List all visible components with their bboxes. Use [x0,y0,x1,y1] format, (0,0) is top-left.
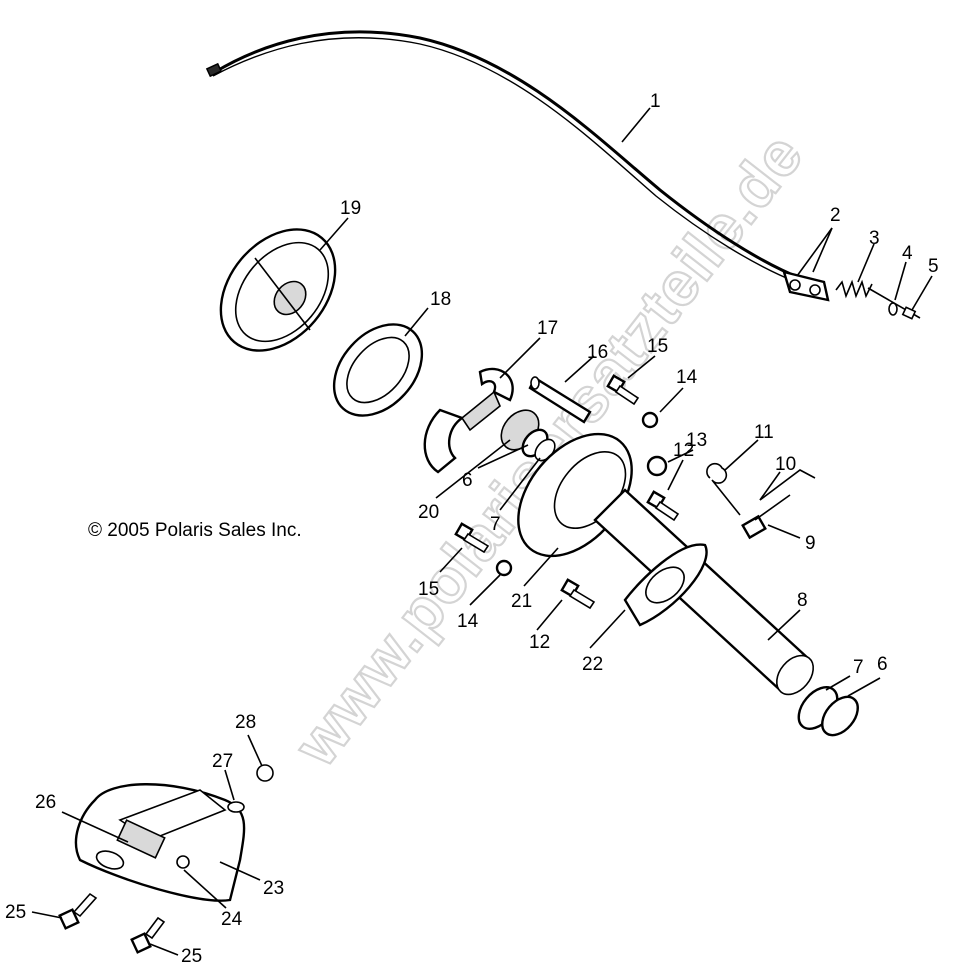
part-4-washer [888,302,898,316]
part-25-bolt-right [130,916,166,954]
callout-7-upper: 7 [490,514,501,535]
part-28-nut [256,764,274,782]
part-27-washer [227,801,245,813]
callout-23: 23 [263,878,284,899]
part-12-bolt-upper [646,490,680,522]
part-19-drum [219,228,337,352]
part-13-nut [646,455,668,477]
part-11-spring [706,462,741,516]
callout-21: 21 [511,591,532,612]
callout-17: 17 [537,318,558,339]
part-25-bolt-left [58,892,98,930]
part-23-housing [74,783,246,902]
callout-4: 4 [902,243,913,264]
part-22-mount [623,543,708,627]
callout-19: 19 [340,198,361,219]
callout-24: 24 [221,909,243,930]
callout-12-upper: 12 [673,440,694,461]
callout-14-upper: 14 [676,367,698,388]
part-6-seal-lower [821,695,859,737]
part-2-fitting [782,270,830,302]
callout-25-right: 25 [181,946,202,967]
leader-lines [31,107,933,956]
callout-18: 18 [430,289,451,310]
part-15-bolt-upper [606,374,640,406]
part-12-bolt-lower [560,578,596,610]
callout-15-upper: 15 [647,336,668,357]
callout-28: 28 [235,712,256,733]
part-15-bolt-lower [454,522,490,554]
callout-7-lower: 7 [853,657,864,678]
callout-27: 27 [212,751,233,772]
callout-25-left: 25 [5,902,26,923]
part-9-switch [741,494,791,540]
callout-labels: 1 2 3 4 5 19 18 17 16 15 14 13 12 11 10 … [5,91,939,967]
part-17-shoes [423,367,514,474]
part-14-nut-upper [641,411,659,429]
callout-6-lower: 6 [877,654,888,675]
part-16-shaft [528,376,592,424]
part-5-nut [901,306,917,320]
callout-16: 16 [587,342,608,363]
callout-2: 2 [830,205,841,226]
part-10-wire [759,469,816,501]
part-14-nut-lower [495,559,513,577]
callout-13: 13 [686,430,707,451]
callout-26: 26 [35,792,56,813]
callout-1: 1 [650,91,661,112]
callout-6-upper: 6 [462,470,473,491]
callout-8: 8 [797,590,808,611]
callout-20: 20 [418,502,439,523]
part-1-cable [205,30,801,283]
callout-10: 10 [775,454,796,475]
callout-12-lower: 12 [529,632,550,653]
callout-14-lower: 14 [457,611,479,632]
part-24-screw [176,855,190,869]
part-18-ring [332,323,424,417]
callout-15-lower: 15 [418,579,439,600]
copyright-text: © 2005 Polaris Sales Inc. [88,520,302,541]
callout-11: 11 [754,422,774,443]
callout-3: 3 [869,228,880,249]
callout-22: 22 [582,654,603,675]
callout-5: 5 [928,256,939,277]
part-8-tube [593,488,815,696]
callout-9: 9 [805,533,816,554]
